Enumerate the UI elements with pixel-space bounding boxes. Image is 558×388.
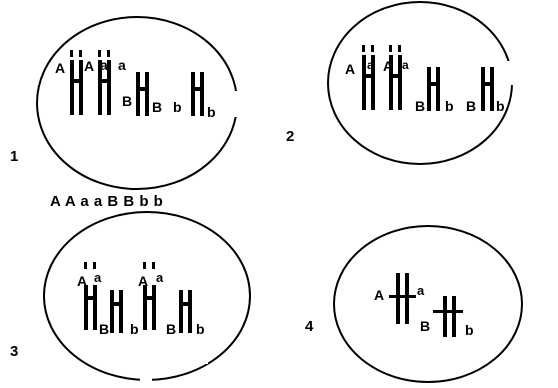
chromatid [143, 285, 147, 330]
chromatid [396, 273, 400, 324]
allele-label: A [374, 287, 384, 303]
allele-label: A [138, 273, 148, 289]
cell-3-membrane-gap [140, 372, 152, 384]
allele-label: A [55, 60, 65, 76]
allele-label: a [402, 58, 409, 72]
chromatid [110, 290, 114, 333]
allele-label: B [466, 98, 476, 114]
allele-label: a [156, 270, 164, 285]
allele-label: B [99, 321, 109, 337]
panel-2-chromosome-4: B b [466, 67, 505, 114]
chromatid [389, 55, 393, 110]
allele-label: a [118, 57, 126, 73]
allele-label: B [166, 321, 176, 337]
panel-1-chromosome-2: a a [98, 50, 126, 115]
chromatid [362, 55, 366, 110]
centromere [136, 87, 149, 91]
chromatid [490, 67, 494, 111]
panel-4-chromosome-2: B b [420, 296, 474, 338]
panel-3-chromosome-4: B b [166, 290, 205, 337]
chromatid [84, 285, 88, 330]
chromatid [481, 67, 485, 111]
chromatid [136, 72, 140, 116]
allele-label: a [367, 58, 374, 72]
chromatid [145, 72, 149, 116]
panel-2: 2 A a A a B b [286, 1, 516, 165]
allele-label: b [445, 98, 454, 114]
spindle-attachment [433, 310, 463, 313]
centromere [143, 296, 156, 300]
cell-1-membrane-gap [231, 91, 241, 117]
chromatid [98, 60, 102, 115]
centromere [70, 79, 83, 83]
chromatid [436, 67, 440, 111]
chromatid [452, 296, 456, 337]
allele-label: B [152, 99, 162, 115]
centromere [84, 296, 97, 300]
panel-1: 1 A A a a B B [10, 16, 241, 190]
chromatid [107, 60, 111, 115]
panel-1-chromosome-1: A A [55, 50, 94, 115]
panel-3-chromosome-2: B b [99, 290, 139, 337]
panel-1-chromosome-4: b b [173, 72, 216, 120]
allele-label: a [94, 270, 102, 285]
chromatid [200, 72, 204, 116]
allele-label: A [84, 58, 94, 74]
chromatid [70, 60, 74, 115]
allele-label: b [130, 321, 139, 337]
allele-label: B [420, 318, 430, 334]
allele-label: b [207, 104, 216, 120]
centromere [362, 74, 375, 78]
panel-3-chromosome-1: A a [77, 262, 102, 330]
allele-label: b [173, 99, 182, 115]
centromere [110, 302, 123, 306]
allele-label: B [122, 93, 132, 109]
spindle-attachment [389, 295, 416, 298]
cell-3-membrane-gap [196, 352, 208, 364]
panel-2-chromosome-2: A a [383, 45, 409, 110]
allele-label: A [345, 61, 355, 77]
allele-label: b [196, 321, 205, 337]
chromatid [398, 55, 402, 110]
chromatid [93, 285, 97, 330]
panel-4: 4 A a B b [305, 225, 523, 383]
chromatid [427, 67, 431, 111]
centromere [481, 82, 494, 86]
panel-3: 3 A a B b A a [10, 211, 251, 384]
allele-label: a [417, 283, 425, 298]
panel-4-chromosome-1: A a [374, 273, 425, 324]
chromatid [191, 72, 195, 116]
chromatid [79, 60, 83, 115]
chromatid [119, 290, 123, 333]
panel-3-number: 3 [10, 343, 18, 360]
centromere [389, 74, 402, 78]
chromatid [179, 290, 183, 333]
allele-label: B [415, 98, 425, 114]
chromatid [188, 290, 192, 333]
centromere [427, 82, 440, 86]
chromatid [371, 55, 375, 110]
allele-label: A [77, 273, 87, 289]
allele-label: A [383, 58, 393, 74]
panel-4-number: 4 [305, 318, 314, 335]
panel-1-chromosome-3: B B [122, 72, 162, 116]
centromere [191, 87, 204, 91]
panel-1-number: 1 [10, 148, 18, 165]
panel-2-number: 2 [286, 128, 294, 145]
chromatid [443, 296, 447, 337]
allele-label: a [100, 57, 108, 73]
centromere [98, 79, 111, 83]
chromatid [152, 285, 156, 330]
panel-2-chromosome-3: B b [415, 67, 454, 114]
chromatid [405, 273, 409, 324]
genotype-caption: A A a a B B b b [50, 193, 164, 210]
allele-label: b [465, 322, 474, 338]
panel-2-chromosome-1: A a [345, 45, 375, 110]
cell-2-membrane-gap [506, 61, 516, 85]
centromere [179, 302, 192, 306]
panel-3-chromosome-3: A a [138, 262, 164, 330]
allele-label: b [496, 98, 505, 114]
cell-4-membrane [333, 225, 523, 383]
